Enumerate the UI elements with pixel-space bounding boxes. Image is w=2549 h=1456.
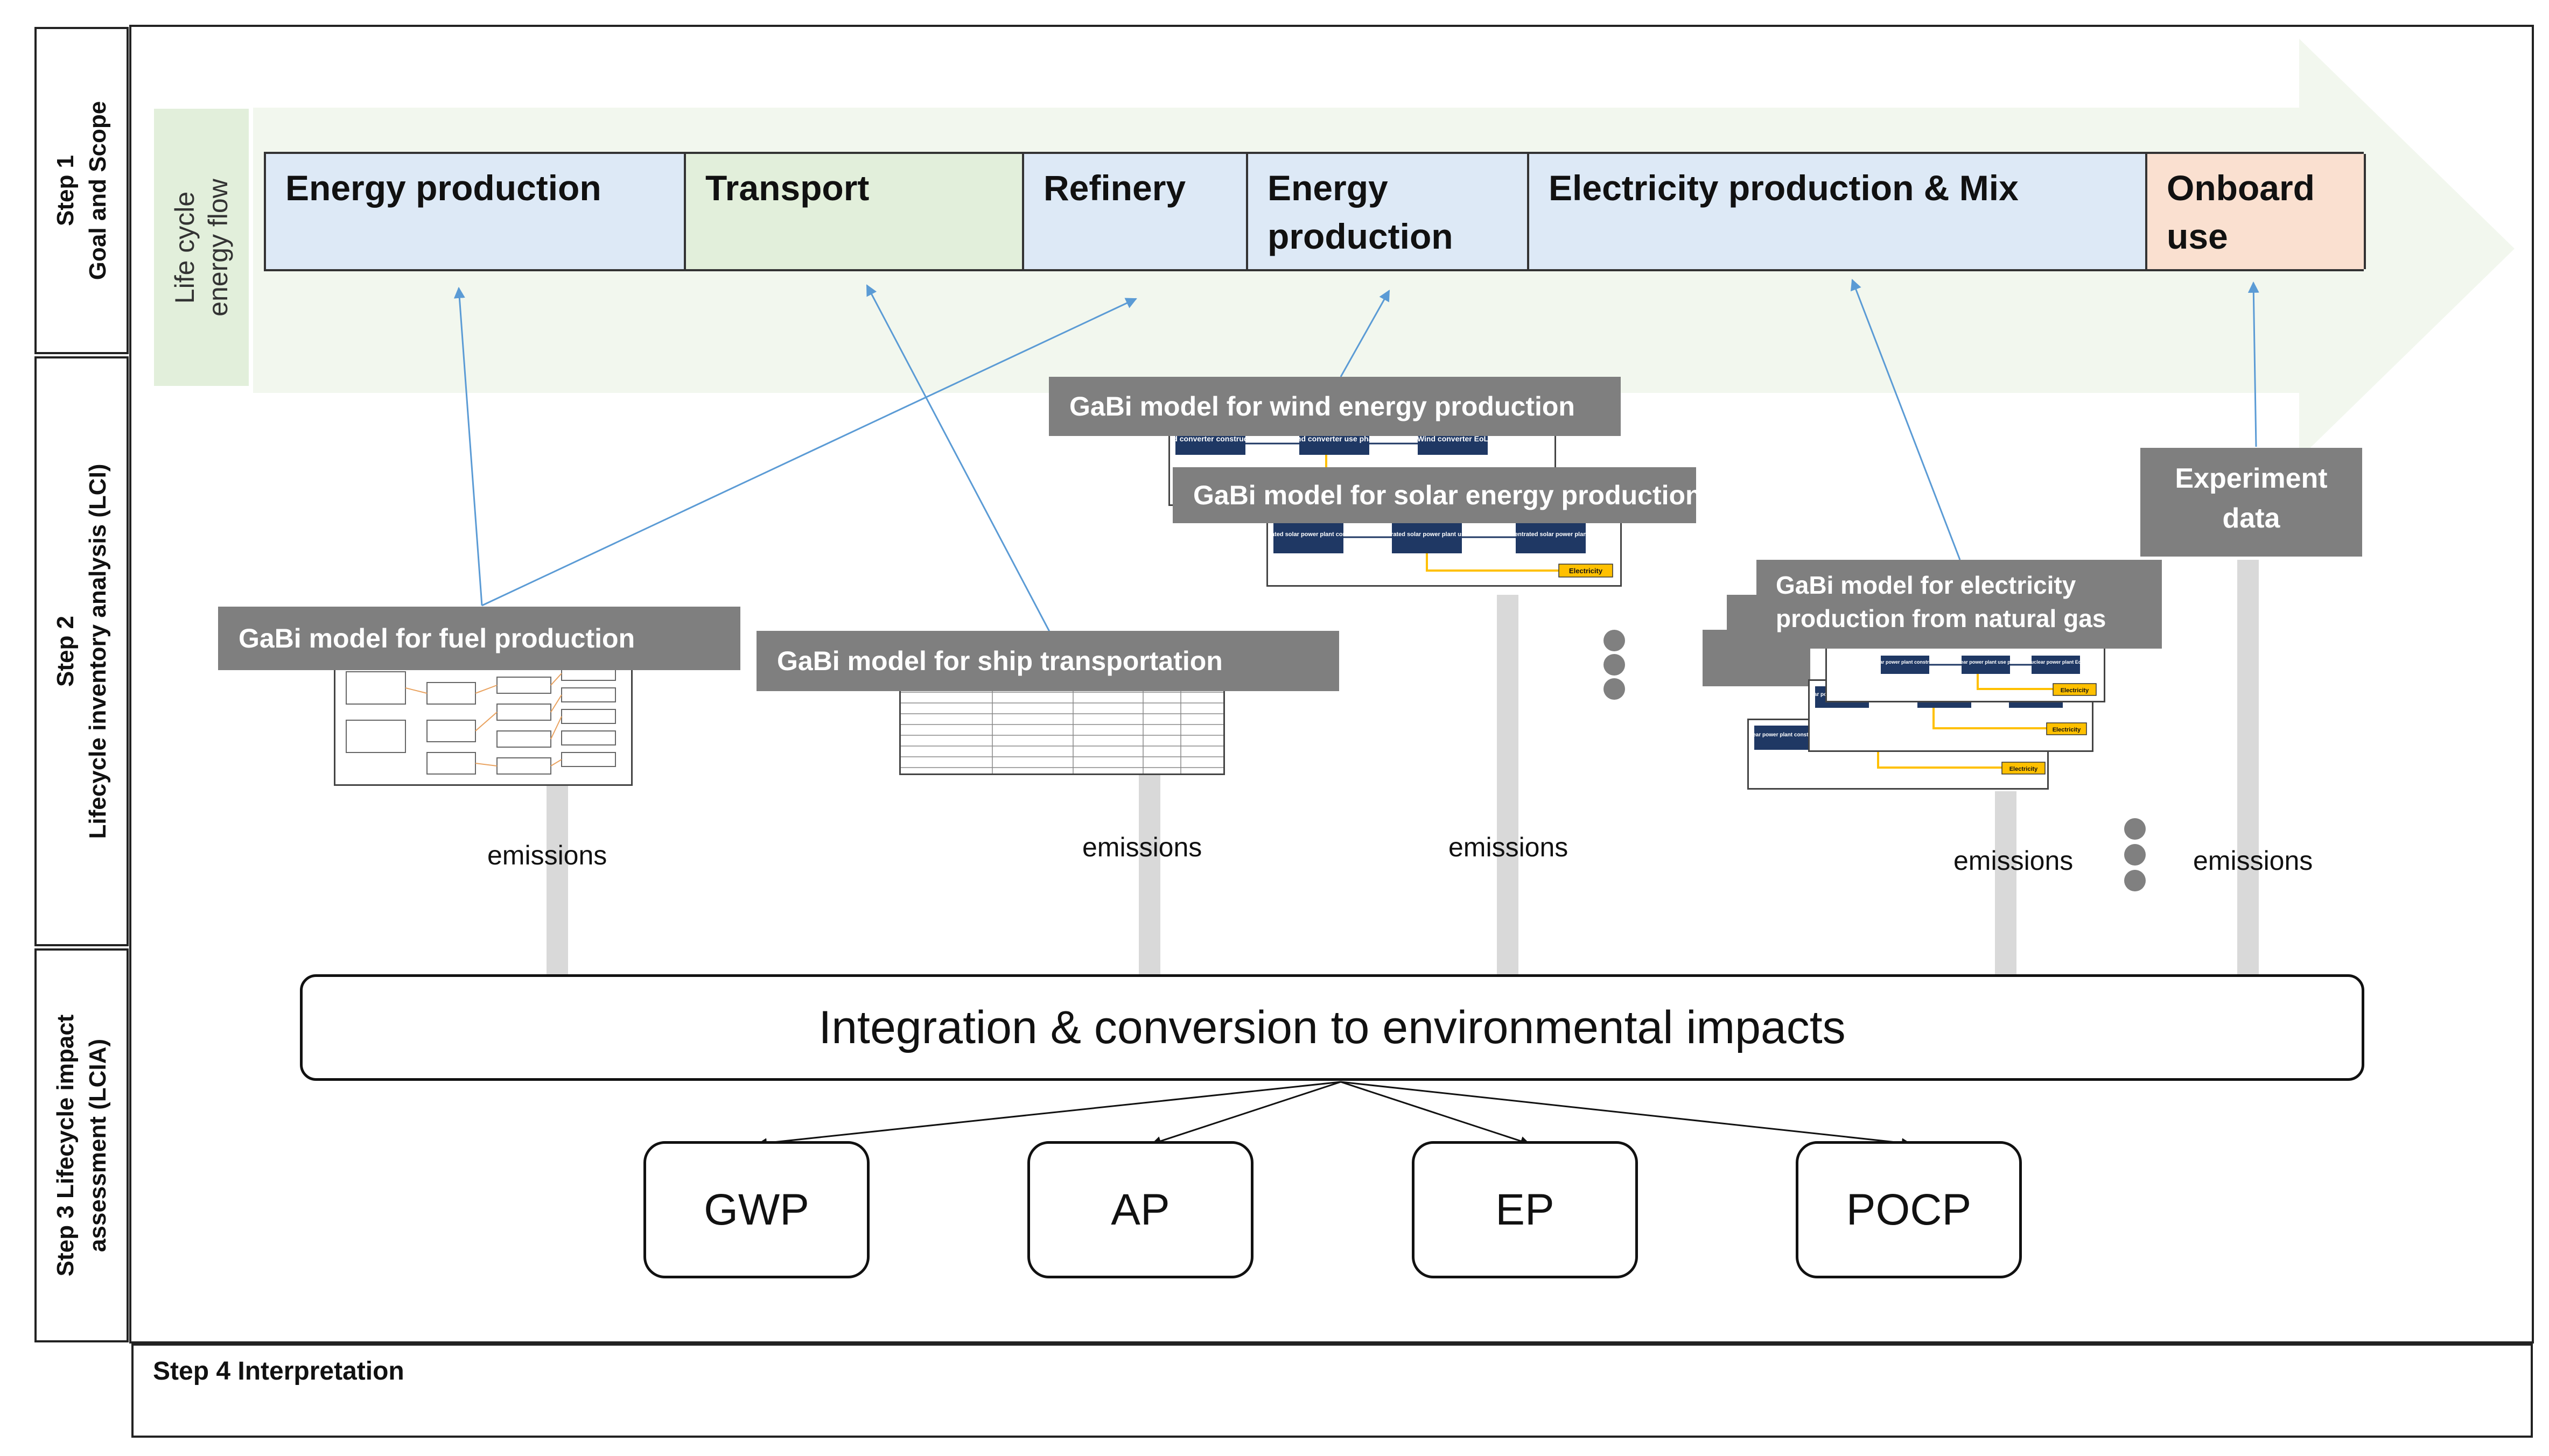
ship-model-table-sketch [901,683,1223,773]
pointer-gas-to-electricity [1850,279,1961,560]
emissions-label-ship: emissions [1082,832,1202,862]
stage-refinery: Refinery [1024,154,1248,269]
emission-arrow-renewables [1486,595,1529,1016]
flow-label: Life cycle energy flow [154,109,249,386]
stage-energy-production-2: Energy production [1248,154,1529,269]
nuclear-1-node-3-label: Nuclear power plant EoL [2027,659,2084,665]
wind-node-3-label: Wind converter EoL [1417,434,1489,443]
stage-bar: Energy production Transport Refinery Ene… [264,152,2366,271]
pointer-ship-to-transport [866,284,1051,633]
solar-node-2-label: Concentrated solar power plant use phase [1367,531,1487,538]
nuclear-1-electricity-label: Electricity [2061,687,2089,694]
impact-connectors [757,1081,1911,1148]
step3-box: Step 3 Lifecycle impact assessment (LCIA… [34,948,129,1342]
more-models-dot-3 [1603,678,1625,700]
step1-box: Step 1 Goal and Scope [34,27,129,354]
emission-arrow-fuel [536,786,579,1016]
impact-ep: EP [1412,1141,1638,1278]
solar-model-sketch: Concentrated solar power plant construct… [1245,521,1613,578]
impact-gwp: GWP [643,1141,870,1278]
impact-ap: AP [1027,1141,1254,1278]
emission-arrow-gas [1984,791,2027,1016]
connector-gwp [757,1081,1341,1148]
nuclear-2-electricity-label: Electricity [2053,727,2081,733]
nuclear-3-electricity-label: Electricity [2009,766,2038,772]
solar-electricity-label: Electricity [1569,567,1603,575]
more-models-dot-1 [1603,630,1625,651]
experiment-data-label: Experiment data [2140,448,2362,557]
flow-label-background [154,109,249,386]
solar-node-3-label: Concentrated solar power plant EoL [1500,531,1602,538]
more-gas-models-dot-2 [2124,844,2146,866]
gabi-ship-model-label: GaBi model for ship transportation [757,631,1339,691]
gas-model-thumbnail-1: Nuclear power plant construction Nuclear… [1825,638,2105,702]
integration-text: Integration & conversion to environmenta… [818,1001,1846,1053]
pointer-fuel-to-refinery [481,298,1137,607]
connector-ap [1151,1081,1341,1146]
pointer-fuel-to-energy [453,286,483,606]
flow-label-text: Life cycle energy flow [170,178,233,316]
emission-arrow-ship [1128,775,1171,1016]
pointer-lines [453,279,2259,633]
wind-node-1-label: Wind converter construction [1170,434,1262,443]
nuclear-3-node-1-label: Nuclear power plant construction [1749,732,1826,738]
integration-box: Integration & conversion to environmenta… [300,974,2364,1081]
connector-ep [1340,1081,1530,1146]
fuel-model-sketch [346,666,616,775]
nuclear-1-node-2-label: Nuclear power plant use phase [1950,659,2022,665]
stage-transport: Transport [686,154,1024,269]
wind-node-2-label: Wind converter use phase [1287,434,1381,443]
pointer-experiment-to-onboard [2247,281,2259,447]
connector-pocp [1340,1081,1911,1148]
emissions-label-renewables: emissions [1448,832,1568,862]
gabi-fuel-model-label: GaBi model for fuel production [218,607,740,670]
emissions-label-fuel: emissions [487,840,607,870]
emission-arrow-experiment [2226,560,2270,1016]
nuclear-1-node-1-label: Nuclear power plant construction [1866,659,1943,665]
step2-box: Step 2 Lifecycle inventory analysis (LCI… [34,356,129,946]
more-models-dot-2 [1603,654,1625,676]
fuel-model-thumbnail [334,659,633,786]
gabi-gas-model-label: GaBi model for electricity production fr… [1756,560,2162,649]
solar-node-1-label: Concentrated solar power plant construct… [1268,531,1372,538]
step4-label: Step 4 Interpretation [153,1357,404,1385]
more-gas-models-dot-1 [2124,818,2146,840]
gabi-wind-model-label: GaBi model for wind energy production [1049,377,1621,436]
nuclear-model-sketch-1: Nuclear power plant construction Nuclear… [1866,656,2097,696]
stage-energy-production-1: Energy production [266,154,686,269]
step4-box: Step 4 Interpretation [131,1344,2533,1438]
emissions-label-gas: emissions [1953,846,2074,876]
ship-model-thumbnail [899,681,1225,775]
emissions-label-experiment: emissions [2193,846,2313,876]
more-gas-models-dot-3 [2124,870,2146,891]
impact-pocp: POCP [1796,1141,2022,1278]
stage-onboard-use: Onboard use [2147,154,2366,269]
main-frame [129,25,2534,1344]
stage-electricity-mix: Electricity production & Mix [1529,154,2147,269]
gabi-solar-model-label: GaBi model for solar energy production [1173,467,1702,523]
wind-model-sketch: Wind converter construction Wind convert… [1159,432,1489,475]
pointer-wind-to-energy [1340,290,1390,377]
emission-arrows [536,560,2270,1016]
